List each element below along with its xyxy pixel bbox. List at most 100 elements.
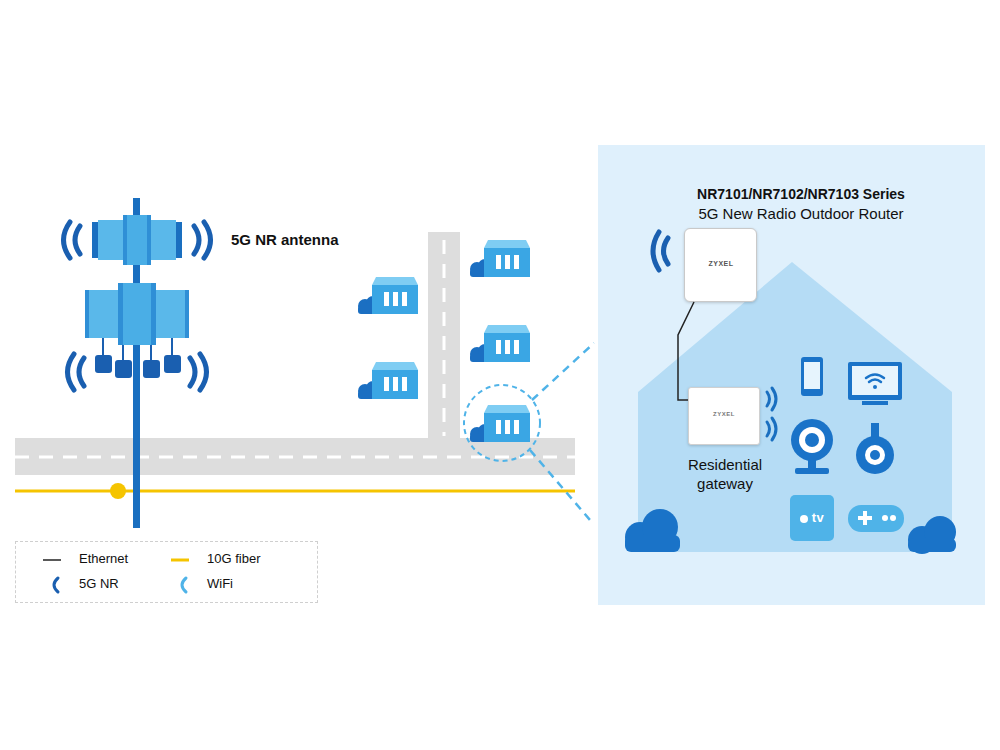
legend-text: 10G fiber bbox=[207, 551, 260, 566]
fiber-line bbox=[15, 490, 575, 493]
legend-sample bbox=[41, 575, 65, 595]
gamepad-button bbox=[882, 515, 888, 521]
detail-panel bbox=[598, 145, 985, 605]
road-marking bbox=[443, 240, 446, 436]
wifi-symbol bbox=[866, 375, 884, 383]
signal-arc bbox=[194, 226, 199, 254]
legend-text: Ethernet bbox=[79, 551, 128, 566]
road bbox=[428, 232, 460, 442]
radio-unit bbox=[143, 360, 160, 378]
legend-sample bbox=[41, 550, 65, 570]
zoom-circle bbox=[464, 385, 540, 461]
brand-mark: ZYXEL bbox=[703, 260, 739, 267]
antenna-panel bbox=[85, 290, 118, 338]
legend-sample bbox=[169, 550, 193, 570]
legend-sample bbox=[169, 575, 193, 595]
radio-unit bbox=[115, 360, 132, 378]
antenna-bracket bbox=[92, 222, 98, 258]
antenna-panel-edge bbox=[185, 290, 189, 338]
house-icon bbox=[358, 277, 418, 314]
apple-logo bbox=[800, 515, 808, 523]
legend-arc bbox=[54, 578, 58, 592]
chrome-logo-center bbox=[870, 450, 880, 460]
antenna-site: 5G NR antenna bbox=[60, 198, 340, 408]
antenna-panel-edge bbox=[118, 283, 123, 345]
house-icon bbox=[358, 362, 418, 399]
webcam-lens-ring bbox=[799, 427, 825, 453]
brand-mark: ZYXEL bbox=[709, 411, 739, 417]
signal-arc bbox=[767, 392, 770, 406]
node-heading: Residential gateway bbox=[667, 456, 783, 494]
5g-signal bbox=[64, 222, 211, 390]
home-shape bbox=[638, 262, 952, 552]
signal-arc bbox=[204, 222, 211, 258]
radio-unit bbox=[95, 355, 112, 373]
webcam-icon bbox=[791, 419, 833, 461]
signal-arc bbox=[653, 232, 659, 270]
5g-signal bbox=[653, 232, 668, 270]
radio-cable bbox=[171, 338, 173, 356]
road-marking bbox=[15, 456, 575, 459]
road bbox=[15, 438, 575, 475]
gamepad-button bbox=[890, 515, 896, 521]
ethernet-cable bbox=[678, 302, 694, 400]
antenna-panel bbox=[150, 220, 176, 260]
wifi-arc bbox=[869, 380, 881, 383]
tv-stand bbox=[862, 401, 888, 405]
cloud bbox=[625, 509, 680, 552]
antenna-panel bbox=[118, 283, 156, 345]
signal-arc bbox=[200, 354, 207, 390]
antenna-panel bbox=[156, 290, 189, 338]
legend-text: WiFi bbox=[207, 576, 233, 591]
legend-box: Ethernet10G fiber5G NRWiFi bbox=[15, 541, 318, 603]
radio-unit bbox=[164, 355, 181, 373]
legend-line bbox=[43, 559, 61, 561]
device-mark: tv bbox=[806, 510, 830, 525]
webcam-lens bbox=[805, 433, 819, 447]
antenna-panel bbox=[123, 215, 151, 265]
antenna-bracket bbox=[176, 222, 182, 258]
node-subheading: 5G New Radio Outdoor Router bbox=[661, 205, 941, 224]
signal-arc bbox=[772, 388, 776, 410]
phone-icon bbox=[801, 357, 823, 396]
radio-cable bbox=[102, 338, 104, 356]
wifi-arc bbox=[866, 375, 884, 379]
node-heading: NR7101/NR7102/NR7103 Series bbox=[661, 186, 941, 204]
signal-arc bbox=[64, 222, 71, 258]
radio-cable bbox=[150, 345, 152, 360]
fiber-junction bbox=[110, 483, 126, 499]
tv-icon bbox=[848, 362, 902, 400]
zoom-leader bbox=[532, 343, 594, 400]
chrome-logo bbox=[865, 445, 885, 465]
cloud-base bbox=[908, 538, 956, 552]
phone-screen bbox=[804, 362, 820, 389]
signal-arc bbox=[664, 238, 669, 264]
antenna-panel-edge bbox=[147, 215, 151, 265]
radio-cable bbox=[122, 345, 124, 360]
antenna-panel-edge bbox=[151, 283, 156, 345]
webcam-base bbox=[795, 468, 829, 474]
house-icon bbox=[470, 325, 530, 362]
apple-tv-icon bbox=[790, 495, 834, 541]
antenna-panel bbox=[98, 220, 124, 260]
signal-arc bbox=[75, 226, 80, 254]
signal-arc bbox=[79, 358, 84, 386]
dongle-icon bbox=[856, 436, 894, 474]
legend-arc bbox=[182, 578, 186, 592]
signal-arc bbox=[772, 418, 776, 440]
antenna-panel-edge bbox=[123, 215, 127, 265]
signal-arc bbox=[190, 358, 195, 386]
wifi-dot bbox=[873, 385, 877, 389]
tv-screen bbox=[852, 366, 898, 395]
signal-arc bbox=[68, 354, 75, 390]
cloud-base bbox=[625, 535, 680, 552]
cloud bbox=[908, 516, 956, 554]
house-icon bbox=[470, 405, 530, 442]
house-icon bbox=[470, 240, 530, 277]
wifi-signal bbox=[767, 388, 776, 440]
